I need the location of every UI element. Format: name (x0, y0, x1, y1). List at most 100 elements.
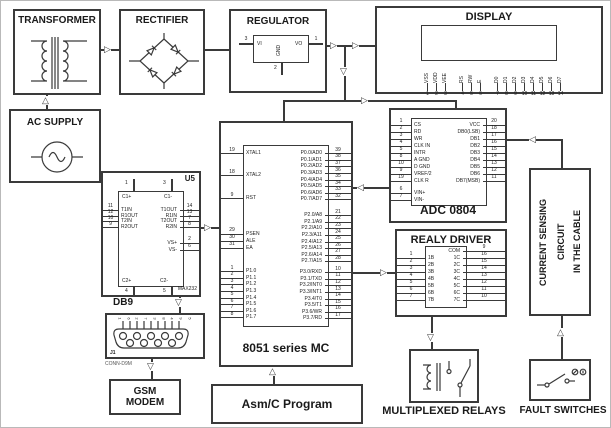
pin-label: RS (459, 76, 465, 83)
pin-number: 13 (186, 209, 193, 216)
pin-label: DB3 (470, 149, 480, 156)
wire (309, 43, 323, 45)
pin-label: RST (246, 195, 256, 201)
pin-number: 9 (399, 167, 403, 173)
pin-label: E (477, 79, 483, 83)
pin-line (515, 83, 516, 91)
pin-line (560, 83, 561, 91)
pin-label: P2.6/A14 (301, 251, 322, 258)
pin-label: P1.4 (246, 294, 257, 301)
mcu-title: 8051 series MC (242, 341, 330, 355)
pin-number: 2 (230, 271, 234, 278)
pin-label: R1IN (165, 212, 177, 219)
arrow-right-icon: ▷ (104, 44, 111, 54)
pin-line (427, 83, 428, 91)
pin-label: T2IN (121, 218, 132, 225)
pin-number: 7 (230, 304, 234, 311)
wire-power-to-adc (455, 100, 457, 109)
display-pin: D0 7 (493, 61, 502, 97)
pin-label: P2.5/A13 (301, 245, 322, 252)
transformer-symbol-icon (31, 37, 87, 89)
pin-label: VDD (433, 72, 439, 83)
pin-label: PSEN (246, 230, 260, 237)
pin-label: D4 (530, 76, 536, 83)
pin-number: 27 (335, 248, 341, 255)
pin-label: R2OUT (121, 224, 138, 231)
pin-label: P1.2 (246, 281, 257, 288)
pin-label: DB4 (470, 156, 480, 163)
pin-number: 39 (335, 146, 341, 153)
pin-line (524, 83, 525, 91)
pin-label: P0.2/AD2 (300, 163, 322, 170)
pin-label: P2.1/A9 (304, 218, 322, 225)
pin-line (325, 173, 351, 175)
pin-line (221, 284, 243, 286)
pin-label: P0.6/AD6 (300, 189, 322, 196)
pin-number: 7 (399, 193, 403, 199)
pin-line (391, 152, 411, 154)
multiplexed-relays-title: MULTIPLEXED RELAYS (382, 405, 506, 417)
pin-label: P3.3/INT1 (299, 289, 322, 296)
pin-label: 7B (428, 296, 435, 303)
pin-label: VIN+ (414, 189, 426, 196)
pin-number: 9 (230, 191, 234, 198)
pin-number: 2 (274, 65, 277, 71)
wire-mcu-to-relay-driver (353, 272, 395, 274)
pin-line (221, 247, 243, 249)
pin-number: 10 (107, 214, 114, 221)
wire (133, 179, 135, 191)
pin-line (221, 153, 243, 154)
pin-line (103, 221, 118, 223)
pin-number: 8 (399, 153, 403, 159)
pin-label: VO (295, 41, 303, 47)
pin-number: 37 (335, 159, 341, 166)
display-data-pins: D0 7 D1 8 D2 9 (493, 61, 565, 97)
pin-number: 1 (409, 251, 413, 257)
max232-ic-body (118, 191, 184, 287)
relay-driver-title: REALY DRIVER (410, 234, 492, 246)
pin-number: 3 (399, 132, 403, 138)
pin-number: 4 (461, 91, 464, 97)
pin-line (480, 83, 481, 91)
pin-number: 34 (335, 179, 341, 186)
pin-label: P1.0 (246, 268, 257, 275)
pin-line (397, 278, 425, 280)
pin-number: 3 (244, 36, 248, 42)
pin-label: GND (276, 44, 282, 56)
pin-line (180, 249, 199, 251)
pin-number: 3 (230, 277, 234, 284)
pin-line (325, 241, 351, 243)
pin-label: DB5 (470, 163, 480, 170)
pin-number: 29 (229, 227, 235, 233)
pin-line (325, 215, 351, 217)
pin-line (325, 221, 351, 223)
pin-number: 18 (229, 168, 235, 175)
pin-line (533, 83, 534, 91)
display-pin: RW 5 (467, 61, 476, 97)
pin-number: 1 (314, 36, 318, 42)
pin-label: P0.7/AD7 (300, 196, 322, 203)
